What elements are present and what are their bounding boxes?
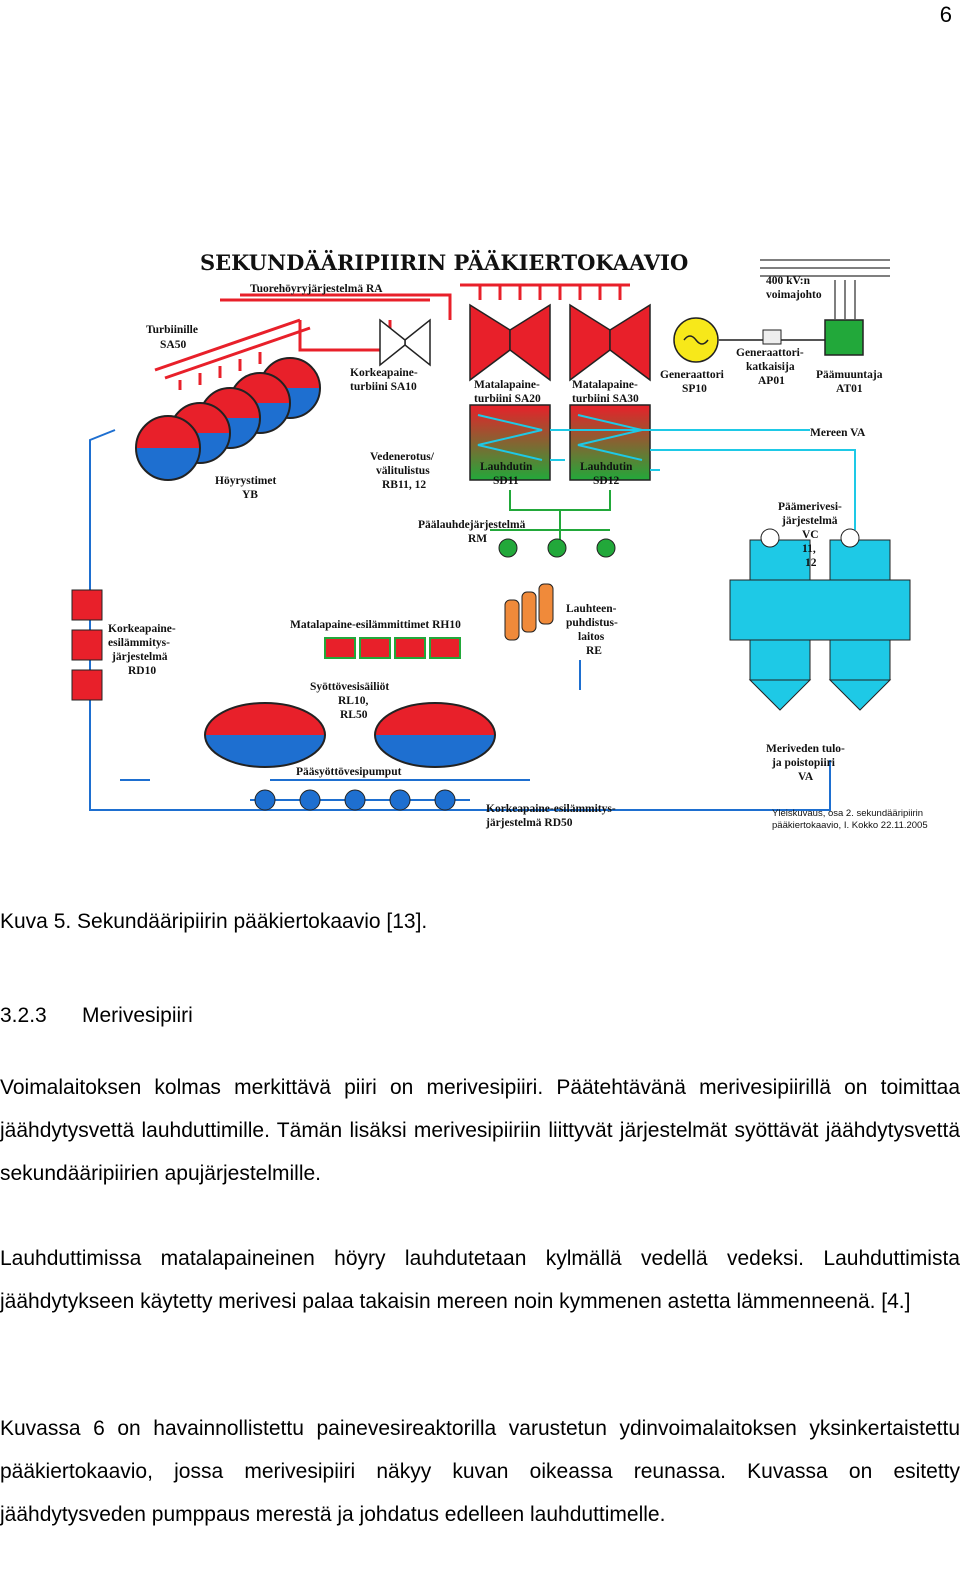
condensate-purification xyxy=(504,583,554,641)
svg-text:VA: VA xyxy=(798,771,814,783)
svg-text:RM: RM xyxy=(468,533,487,545)
svg-text:SP10: SP10 xyxy=(682,383,707,395)
svg-text:laitos: laitos xyxy=(578,631,605,643)
condensate-pumps xyxy=(490,490,616,558)
svg-text:SD12: SD12 xyxy=(593,475,619,487)
section-heading: 3.2.3 Merivesipiiri xyxy=(0,1004,193,1028)
svg-text:järjestelmä: järjestelmä xyxy=(781,515,838,527)
steam-generators xyxy=(135,357,321,481)
feedwater-pumps xyxy=(254,789,456,811)
feedwater-tanks xyxy=(204,702,496,768)
svg-text:Tuorehöyryjärjestelmä RA: Tuorehöyryjärjestelmä RA xyxy=(250,283,383,295)
lp-turbine-sa30 xyxy=(569,303,651,382)
svg-text:RL10,: RL10, xyxy=(338,695,368,707)
svg-text:esilämmitys-: esilämmitys- xyxy=(108,637,170,649)
svg-text:Korkeapaine-: Korkeapaine- xyxy=(108,623,176,635)
svg-text:RB11, 12: RB11, 12 xyxy=(382,479,426,491)
svg-text:YB: YB xyxy=(242,489,258,501)
svg-text:Generaattori: Generaattori xyxy=(660,369,725,381)
paragraph: Voimalaitoksen kolmas merkittävä piiri o… xyxy=(0,1076,960,1185)
svg-text:Matalapaine-: Matalapaine- xyxy=(474,379,540,391)
svg-text:Pääsyöttövesipumput: Pääsyöttövesipumput xyxy=(296,766,402,778)
page-number: 6 xyxy=(939,2,952,27)
svg-text:voimajohto: voimajohto xyxy=(766,289,822,301)
secondary-circuit-diagram: SEKUNDÄÄRIPIIRIN PÄÄKIERTOKAAVIO xyxy=(60,240,940,840)
svg-text:katkaisija: katkaisija xyxy=(746,361,795,373)
seawater-pumping-station xyxy=(729,528,911,711)
svg-text:turbiini SA10: turbiini SA10 xyxy=(350,381,417,393)
svg-text:Lauhteen-: Lauhteen- xyxy=(566,603,617,615)
svg-text:Korkeapaine-esilämmitys-: Korkeapaine-esilämmitys- xyxy=(486,803,616,815)
section-title: Merivesipiiri xyxy=(82,1004,193,1027)
hp-turbine xyxy=(379,318,431,367)
figure-caption: Kuva 5. Sekundääripiirin pääkiertokaavio… xyxy=(0,910,428,933)
svg-text:RL50: RL50 xyxy=(340,709,368,721)
generator xyxy=(673,317,719,363)
svg-text:turbiini SA30: turbiini SA30 xyxy=(572,393,639,405)
svg-text:RD10: RD10 xyxy=(128,665,156,677)
svg-text:11,: 11, xyxy=(802,543,816,555)
breaker xyxy=(762,329,782,345)
svg-text:turbiini SA20: turbiini SA20 xyxy=(474,393,541,405)
svg-text:Päälauhdejärjestelmä: Päälauhdejärjestelmä xyxy=(418,519,526,531)
svg-text:Päämerivesi-: Päämerivesi- xyxy=(778,501,842,513)
condensers xyxy=(469,404,651,481)
svg-text:Meriveden tulo-: Meriveden tulo- xyxy=(766,743,845,755)
svg-text:järjestelmä: järjestelmä xyxy=(111,651,168,663)
diagram-title: SEKUNDÄÄRIPIIRIN PÄÄKIERTOKAAVIO xyxy=(200,250,688,275)
svg-text:Mereen VA: Mereen VA xyxy=(810,427,866,439)
svg-text:Yleiskuvaus, osa 2. sekundääri: Yleiskuvaus, osa 2. sekundääripiirin xyxy=(772,808,923,819)
svg-text:puhdistus-: puhdistus- xyxy=(566,617,618,629)
svg-text:ja poistopiiri: ja poistopiiri xyxy=(771,757,836,769)
svg-text:Korkeapaine-: Korkeapaine- xyxy=(350,367,418,379)
svg-text:välitulistus: välitulistus xyxy=(376,465,430,477)
svg-text:AT01: AT01 xyxy=(836,383,863,395)
seawater-lines xyxy=(550,429,856,530)
lp-turbine-sa20 xyxy=(469,303,551,382)
svg-text:12: 12 xyxy=(805,557,817,569)
paragraph: Kuvassa 6 on havainnollistettu painevesi… xyxy=(0,1417,960,1526)
svg-text:Lauhdutin: Lauhdutin xyxy=(580,461,633,473)
svg-text:AP01: AP01 xyxy=(758,375,785,387)
svg-text:400 kV:n: 400 kV:n xyxy=(766,275,811,287)
hp-preheaters xyxy=(71,589,103,701)
svg-text:RE: RE xyxy=(586,645,602,657)
svg-text:SD11: SD11 xyxy=(493,475,519,487)
svg-text:järjestelmä RD50: järjestelmä RD50 xyxy=(485,817,573,829)
main-transformer xyxy=(760,259,890,356)
svg-text:Turbiinille: Turbiinille xyxy=(146,324,198,336)
svg-text:Höyrystimet: Höyrystimet xyxy=(215,475,276,487)
lp-preheaters xyxy=(324,637,461,659)
svg-text:Matalapaine-: Matalapaine- xyxy=(572,379,638,391)
section-number: 3.2.3 xyxy=(0,1004,47,1027)
svg-text:pääkiertokaavio, I. Kokko 22.1: pääkiertokaavio, I. Kokko 22.11.2005 xyxy=(772,820,928,831)
svg-text:Matalapaine-esilämmittimet RH1: Matalapaine-esilämmittimet RH10 xyxy=(290,619,461,631)
diagram-labels: Tuorehöyryjärjestelmä RA Turbiinille SA5… xyxy=(108,275,928,831)
svg-text:Lauhdutin: Lauhdutin xyxy=(480,461,533,473)
svg-text:Päämuuntaja: Päämuuntaja xyxy=(816,369,883,381)
svg-text:Vedenerotus/: Vedenerotus/ xyxy=(370,451,435,463)
paragraph: Lauhduttimissa matalapaineinen höyry lau… xyxy=(0,1247,960,1313)
svg-text:VC: VC xyxy=(802,529,819,541)
svg-text:Generaattori-: Generaattori- xyxy=(736,347,804,359)
svg-text:Syöttövesisäiliöt: Syöttövesisäiliöt xyxy=(310,681,389,693)
svg-text:SA50: SA50 xyxy=(160,339,186,351)
